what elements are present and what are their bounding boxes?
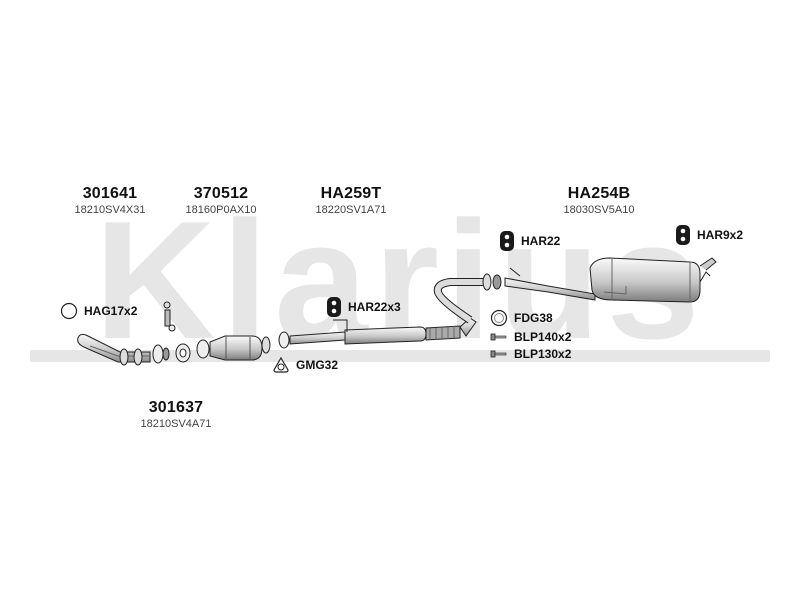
accessory-label: GMG32	[296, 358, 339, 372]
oem-number: 18160P0AX10	[185, 204, 257, 216]
bolt-icon	[490, 333, 507, 341]
part-number: 301637	[148, 399, 204, 416]
triangle-gasket-icon	[273, 356, 289, 373]
bolt-icon	[490, 350, 507, 358]
rubber-mount-icon	[500, 231, 514, 251]
accessory-label: HAG17x2	[84, 304, 138, 318]
part-front-pipe: 301641 18210SV4X31	[75, 185, 146, 218]
accessory-har22x3: HAR22x3	[326, 296, 401, 318]
accessory-hag17: HAG17x2	[60, 302, 137, 320]
oem-number: 18210SV4A71	[140, 418, 212, 430]
accessory-label: HAR22x3	[348, 300, 401, 314]
accessory-label: FDG38	[514, 311, 553, 325]
accessory-har22: HAR22	[499, 230, 560, 252]
accessory-label: BLP140x2	[514, 330, 572, 344]
gasket-ring-icon	[60, 302, 78, 320]
part-number: HA259T	[320, 185, 382, 202]
rubber-mount-icon	[676, 225, 690, 245]
oem-number: 18210SV4X31	[74, 204, 146, 216]
accessory-label: BLP130x2	[514, 347, 572, 361]
catalytic-converter-drawing	[196, 331, 290, 361]
accessory-label: HAR9x2	[697, 228, 744, 242]
front-flanges-drawing	[152, 301, 191, 364]
accessory-blp130: BLP130x2	[490, 347, 571, 361]
oem-number: 18220SV1A71	[315, 204, 387, 216]
part-number: 370512	[193, 185, 249, 202]
part-number: 301641	[82, 185, 138, 202]
centre-silencer-drawing	[289, 278, 490, 345]
oem-number: 18030SV5A10	[563, 204, 635, 216]
rear-silencer-drawing	[482, 257, 717, 303]
part-rear-silencer: HA254B 18030SV5A10	[564, 185, 635, 218]
part-catalytic-converter: 370512 18160P0AX10	[186, 185, 257, 218]
rubber-mount-icon	[327, 297, 341, 317]
ring-gasket-icon	[490, 309, 508, 327]
part-centre-silencer: HA259T 18220SV1A71	[316, 185, 387, 218]
accessory-fdg38: FDG38	[490, 309, 553, 327]
part-down-pipe: 301637 18210SV4A71	[141, 399, 212, 432]
accessory-blp140: BLP140x2	[490, 330, 571, 344]
accessory-gmg32: GMG32	[272, 356, 338, 374]
down-pipe-drawing	[77, 333, 151, 366]
accessory-label: HAR22	[521, 234, 561, 248]
part-number: HA254B	[567, 185, 631, 202]
accessory-har9: HAR9x2	[675, 224, 743, 246]
